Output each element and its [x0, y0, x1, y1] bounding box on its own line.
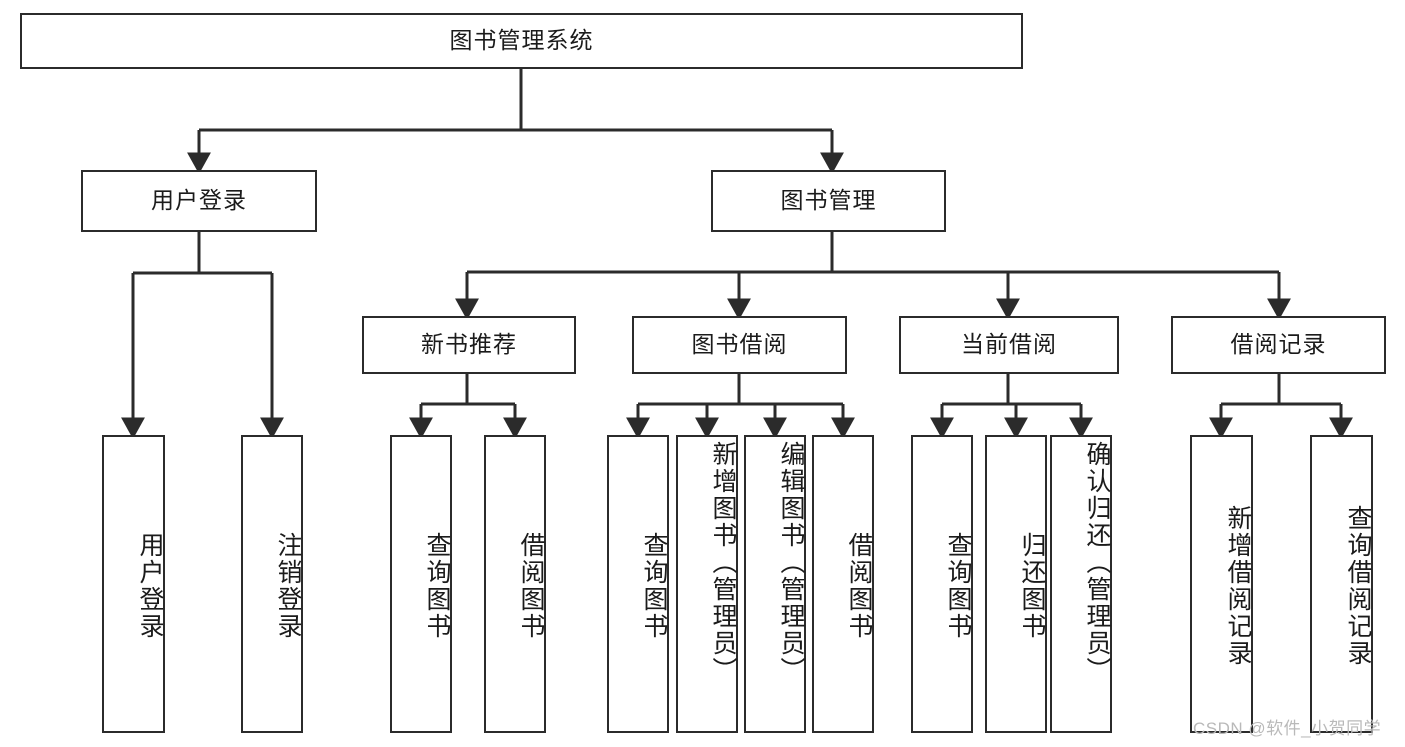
leaf-current-query-book[interactable]: 查询图书	[911, 435, 973, 733]
leaf-edit-book-admin[interactable]: 编辑图书（管理员）	[744, 435, 806, 733]
leaf-user-logout[interactable]: 注销登录	[241, 435, 303, 733]
leaf-add-book-admin[interactable]: 新增图书（管理员）	[676, 435, 738, 733]
node-current-borrow[interactable]: 当前借阅	[899, 316, 1119, 374]
csdn-watermark: CSDN @软件_小贺同学	[1193, 719, 1382, 738]
leaf-confirm-return-admin[interactable]: 确认归还（管理员）	[1050, 435, 1112, 733]
leaf-recommend-query-book[interactable]: 查询图书	[390, 435, 452, 733]
leaf-query-borrow-record[interactable]: 查询借阅记录	[1310, 435, 1373, 733]
node-borrow-record[interactable]: 借阅记录	[1171, 316, 1386, 374]
node-root[interactable]: 图书管理系统	[20, 13, 1023, 69]
node-book-borrow[interactable]: 图书借阅	[632, 316, 847, 374]
node-book-manage[interactable]: 图书管理	[711, 170, 946, 232]
leaf-return-book[interactable]: 归还图书	[985, 435, 1047, 733]
node-new-book-recommend[interactable]: 新书推荐	[362, 316, 576, 374]
leaf-recommend-borrow-book[interactable]: 借阅图书	[484, 435, 546, 733]
leaf-user-login[interactable]: 用户登录	[102, 435, 165, 733]
leaf-borrow-query-book[interactable]: 查询图书	[607, 435, 669, 733]
leaf-borrow-book[interactable]: 借阅图书	[812, 435, 874, 733]
node-user-login[interactable]: 用户登录	[81, 170, 317, 232]
leaf-add-borrow-record[interactable]: 新增借阅记录	[1190, 435, 1253, 733]
